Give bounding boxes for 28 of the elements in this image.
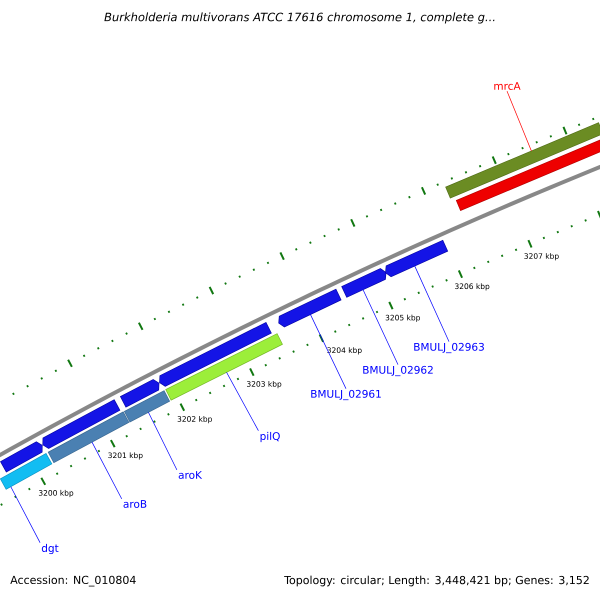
gene-bar <box>385 240 448 278</box>
gene-label: BMULJ_02962 <box>363 366 433 376</box>
gene-label: mrcA <box>494 82 521 90</box>
gene-bar <box>165 333 283 401</box>
gene-bar <box>341 268 386 298</box>
gene-label: BMULJ_02961 <box>311 390 381 400</box>
leader-line <box>414 266 450 342</box>
leader-line <box>92 442 122 500</box>
gene-label: aroB <box>124 500 146 508</box>
gene-bar <box>278 288 342 328</box>
footer-text: Accession: NC_010804 <box>10 576 136 586</box>
gene-label: pilQ <box>260 432 280 442</box>
leader-line <box>310 314 346 390</box>
leader-line <box>362 289 398 366</box>
gene-label: aroK <box>178 471 202 479</box>
gene-bar <box>0 453 52 490</box>
gene-label: BMULJ_02963 <box>414 342 484 354</box>
leader-line <box>506 90 532 152</box>
title: Burkholderia multivorans ATCC 17616 chromosome 1, complete g... <box>104 12 494 24</box>
gene-bar <box>0 441 43 472</box>
leader-line <box>148 412 178 470</box>
gene-bar <box>445 122 600 198</box>
gene-bar <box>456 138 600 211</box>
footer-text: Topology: circular; Length: 3,448,421 bp; Genes: 3,152 <box>284 576 589 586</box>
leader-line <box>226 372 259 432</box>
gene-bar <box>42 399 120 449</box>
leader-line <box>10 486 40 544</box>
gene-label: dgt <box>42 544 58 554</box>
